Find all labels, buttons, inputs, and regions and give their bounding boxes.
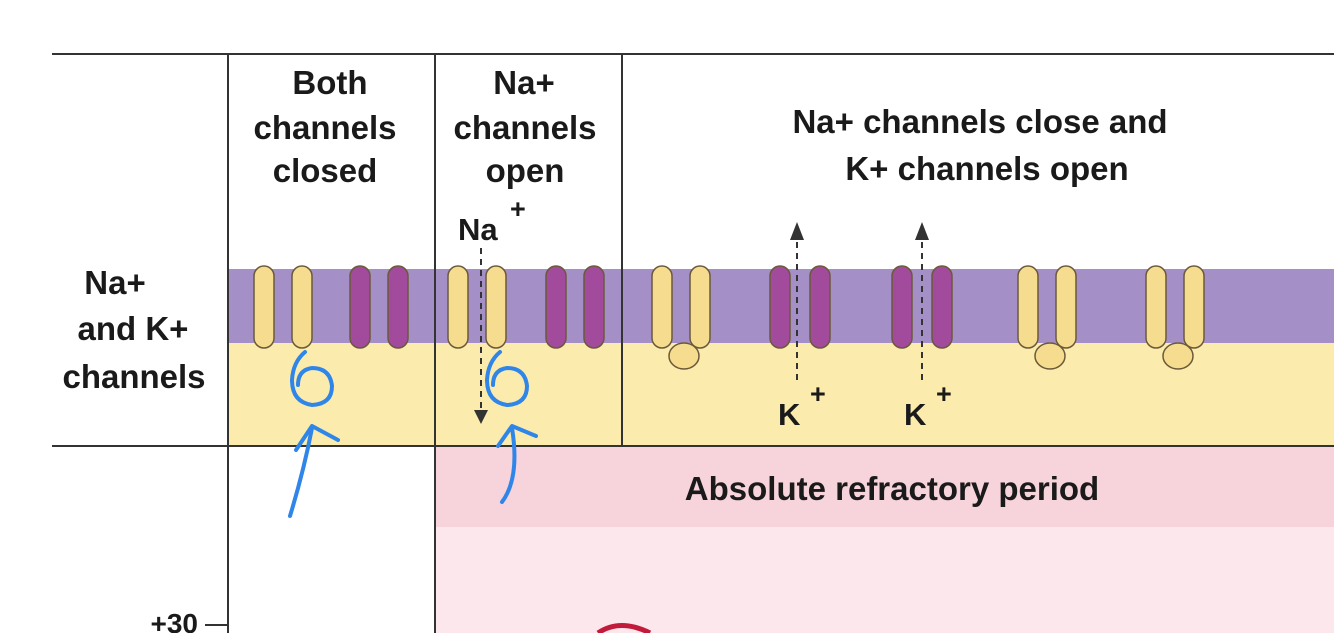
inactivation-gate — [668, 342, 700, 370]
action-potential-curve — [596, 623, 652, 633]
annotation-arrow-2 — [500, 426, 517, 504]
na-influx-arrowhead — [474, 410, 488, 424]
refractory-band — [436, 447, 1334, 527]
annotation-arrowhead-2 — [496, 424, 538, 448]
cytoplasm-band — [228, 335, 1334, 445]
k-channel-subunit — [545, 265, 567, 349]
header-line: Na+ — [493, 64, 554, 101]
k-ion-label: K — [904, 397, 927, 432]
k-channel-subunit — [931, 265, 953, 349]
channel-group — [253, 265, 1205, 370]
header-line: channels — [453, 109, 596, 146]
ion-arrows — [474, 222, 929, 424]
k-ion-label: K — [778, 397, 801, 432]
header-line: K+ channels open — [845, 150, 1128, 187]
k-efflux-arrowhead-1 — [790, 222, 804, 240]
k-ion-superscript: + — [810, 379, 826, 409]
annotation-arrowhead-1 — [294, 424, 340, 452]
na-channel-subunit — [253, 265, 275, 349]
ion-label-k-2: K + — [904, 379, 952, 432]
k-channel-subunit — [387, 265, 409, 349]
k-channel-subunit — [769, 265, 791, 349]
na-channel-subunit — [447, 265, 469, 349]
inactivation-gate — [1034, 342, 1066, 370]
handwritten-annotations — [288, 350, 538, 518]
ion-label-na: Na + — [458, 194, 526, 247]
na-channel-subunit — [291, 265, 313, 349]
na-channel-subunit — [1145, 265, 1167, 349]
annotation-circle-2 — [485, 350, 529, 407]
na-channel-subunit — [1183, 265, 1205, 349]
axis-tick-label: +30 — [151, 608, 199, 633]
k-ion-superscript: + — [936, 379, 952, 409]
refractory-area — [436, 527, 1334, 633]
refractory-period-label: Absolute refractory period — [685, 470, 1099, 507]
annotation-circle-1 — [290, 350, 334, 407]
k-channel-subunit — [809, 265, 831, 349]
k-channel-subunit — [349, 265, 371, 349]
na-channel-subunit — [1017, 265, 1039, 349]
na-channel-subunit — [651, 265, 673, 349]
row-label-line: channels — [62, 358, 205, 395]
header-line: Na+ channels close and — [792, 103, 1167, 140]
header-both-closed: Both channels closed — [253, 64, 396, 189]
header-line: Both — [292, 64, 367, 101]
row-label-line: Na+ — [84, 264, 145, 301]
inactivation-gate — [1162, 342, 1194, 370]
na-ion-label: Na — [458, 212, 498, 247]
ion-label-k-1: K + — [778, 379, 826, 432]
header-na-close-k-open: Na+ channels close and K+ channels open — [792, 103, 1167, 187]
row-label-line: and K+ — [78, 310, 189, 347]
na-channel-subunit — [1055, 265, 1077, 349]
header-line: channels — [253, 109, 396, 146]
k-efflux-arrowhead-2 — [915, 222, 929, 240]
row-label-channels: Na+ and K+ channels — [62, 264, 205, 395]
annotation-arrow-1 — [288, 426, 314, 518]
na-ion-superscript: + — [510, 194, 526, 224]
header-line: closed — [273, 152, 378, 189]
na-channel-subunit — [485, 265, 507, 349]
header-line: open — [486, 152, 565, 189]
header-na-open: Na+ channels open — [453, 64, 596, 189]
k-channel-subunit — [891, 265, 913, 349]
na-channel-subunit — [689, 265, 711, 349]
k-channel-subunit — [583, 265, 605, 349]
